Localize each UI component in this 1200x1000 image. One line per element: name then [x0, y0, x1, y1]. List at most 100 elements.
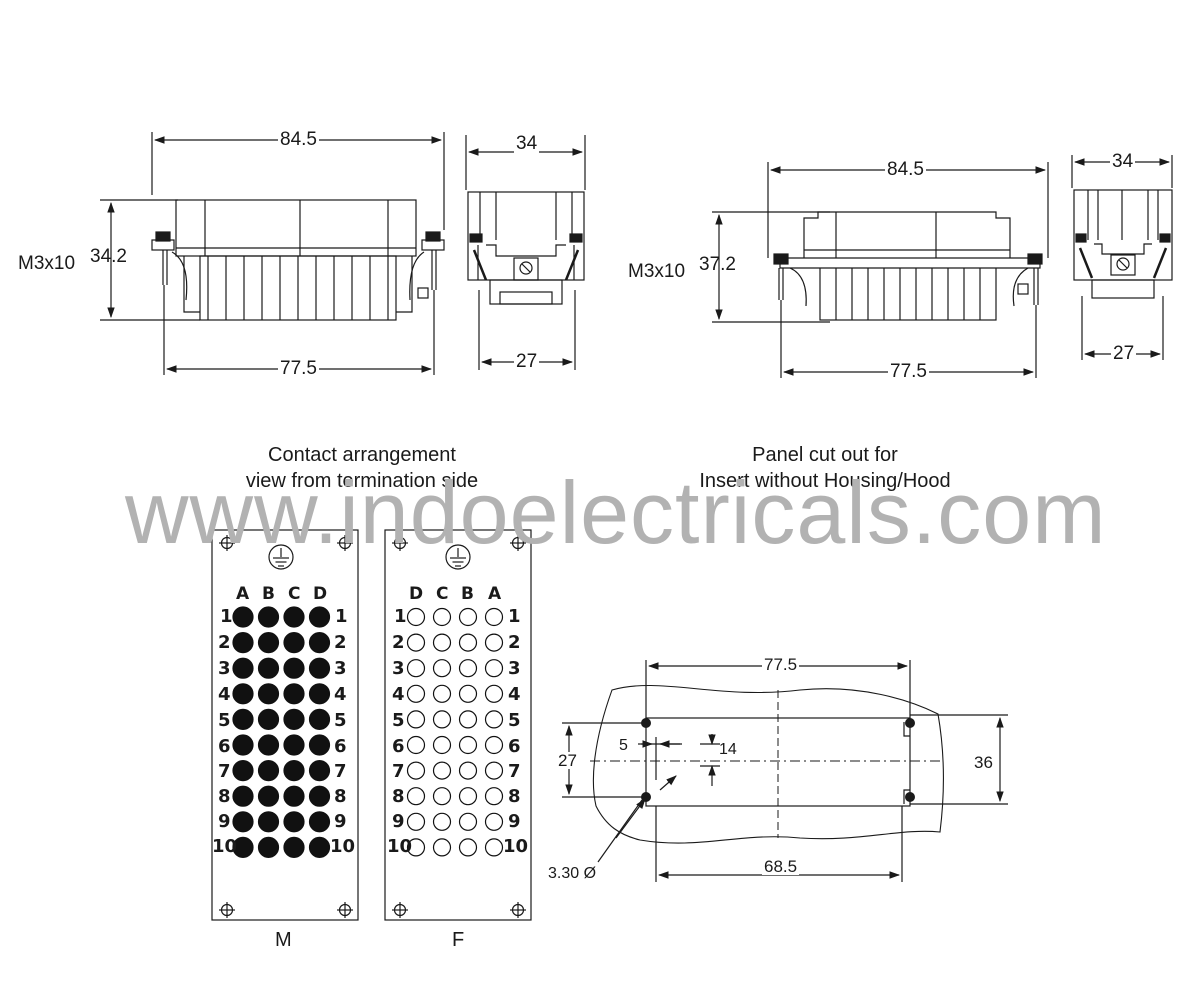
male-col-letter: C — [288, 584, 301, 604]
front2-bottom-dim: 77.5 — [888, 361, 929, 382]
female-row-number: 1 — [394, 606, 407, 627]
male-row-number: 5 — [218, 710, 231, 731]
male-row-number: 10 — [212, 836, 238, 857]
female-contact-socket — [432, 812, 452, 831]
male-pins — [232, 606, 331, 859]
female-contact-socket — [406, 710, 426, 729]
female-contact-socket — [432, 787, 452, 806]
male-contact-pin — [232, 708, 254, 731]
front2-top-dim: 84.5 — [885, 159, 926, 180]
female-contact-socket — [458, 633, 478, 652]
contact-arrangement-caption: Contact arrangement view from terminatio… — [230, 442, 494, 494]
female-row-number: 2 — [508, 632, 521, 653]
female-contact-socket — [406, 659, 426, 678]
female-contact-socket — [406, 684, 426, 703]
female-col-letter: D — [409, 584, 424, 604]
front-view-2 — [712, 162, 1049, 378]
female-contact-socket — [484, 710, 504, 729]
female-contact-socket — [484, 633, 504, 652]
male-contact-pin — [232, 683, 254, 705]
male-col-letter: B — [262, 584, 275, 604]
panel-top-dim: 77.5 — [762, 655, 800, 674]
female-pins — [406, 607, 504, 857]
female-row-number: 6 — [508, 736, 521, 757]
contact-caption-line-1: Contact arrangement — [268, 444, 456, 466]
panel-cutout-caption: Panel cut out for Insert without Housing… — [680, 442, 970, 494]
side-view-2 — [1071, 155, 1173, 360]
male-contact-pin — [283, 759, 305, 782]
male-row-number: 6 — [218, 736, 231, 757]
side-view-1 — [465, 135, 586, 370]
male-contact-pin — [283, 708, 305, 731]
female-row-number: 3 — [392, 658, 405, 679]
female-contact-socket — [484, 607, 504, 627]
female-contact-socket — [406, 838, 426, 857]
side2-top-dim: 34 — [1110, 151, 1136, 172]
female-contact-socket — [432, 761, 452, 780]
male-contact-pin — [308, 759, 331, 782]
male-contact-pin — [283, 631, 305, 654]
male-row-number: 8 — [218, 786, 231, 807]
male-contact-pin — [308, 708, 331, 731]
male-contact-pin — [308, 785, 331, 807]
female-contact-socket — [484, 735, 504, 755]
male-contact-pin — [257, 759, 280, 782]
male-contact-pin — [308, 631, 331, 654]
male-row-number: 2 — [218, 632, 231, 653]
female-col-letter: B — [461, 584, 474, 604]
female-contact-socket — [484, 761, 504, 780]
male-contact-pin — [257, 606, 280, 628]
female-row-number: 8 — [392, 786, 405, 807]
female-row-number: 7 — [392, 761, 405, 782]
female-contact-socket — [406, 761, 426, 780]
female-row-number: 3 — [508, 658, 521, 679]
female-contact-socket — [458, 607, 478, 627]
male-row-number: 6 — [334, 736, 347, 757]
male-col-letter: D — [313, 584, 328, 604]
male-contact-pin — [283, 683, 305, 705]
male-contact-pin — [283, 734, 305, 756]
female-row-number: 5 — [392, 710, 405, 731]
female-contact-socket — [406, 633, 426, 652]
side1-bottom-dim: 27 — [514, 351, 540, 372]
female-contact-socket — [432, 633, 452, 652]
female-col-letter: A — [488, 584, 502, 604]
side2-bottom-dim: 27 — [1111, 343, 1137, 364]
front1-top-dim: 84.5 — [278, 129, 319, 150]
female-contact-socket — [458, 761, 478, 780]
male-row-number: 5 — [334, 710, 347, 731]
male-contact-pin — [232, 734, 254, 756]
male-row-number: 9 — [334, 811, 347, 832]
male-contact-pin — [257, 811, 280, 833]
female-row-number: 4 — [392, 684, 405, 705]
male-contact-pin — [308, 606, 331, 628]
female-contact-socket — [406, 735, 426, 755]
panel-caption-line-2: Insert without Housing/Hood — [699, 470, 951, 492]
male-contact-pin — [308, 734, 331, 756]
male-row-number: 3 — [334, 658, 347, 679]
panel-left-dim: 27 — [556, 751, 579, 770]
female-contact-socket — [406, 812, 426, 831]
male-contact-pin — [257, 631, 280, 654]
female-contact-socket — [484, 659, 504, 678]
male-contact-pin — [257, 683, 280, 705]
female-contact-socket — [432, 659, 452, 678]
male-col-letter: A — [236, 584, 250, 604]
female-row-number: 10 — [387, 836, 413, 857]
male-contact-pin — [232, 657, 254, 679]
male-row-number: 2 — [334, 632, 347, 653]
female-contact-socket — [458, 710, 478, 729]
male-row-number: 7 — [218, 761, 231, 782]
male-contact-pin — [257, 657, 280, 679]
panel-bottom-dim: 68.5 — [762, 857, 800, 876]
male-contact-pin — [283, 657, 305, 679]
female-row-number: 2 — [392, 632, 405, 653]
male-contact-pin — [232, 606, 254, 628]
male-contact-pin — [257, 836, 280, 859]
female-contact-socket — [406, 787, 426, 806]
female-row-number: 8 — [508, 786, 521, 807]
male-insert-outline — [211, 529, 359, 921]
male-contact-pin — [283, 785, 305, 807]
panel-small-dim-a: 5 — [619, 737, 628, 754]
female-contact-socket — [432, 710, 452, 729]
